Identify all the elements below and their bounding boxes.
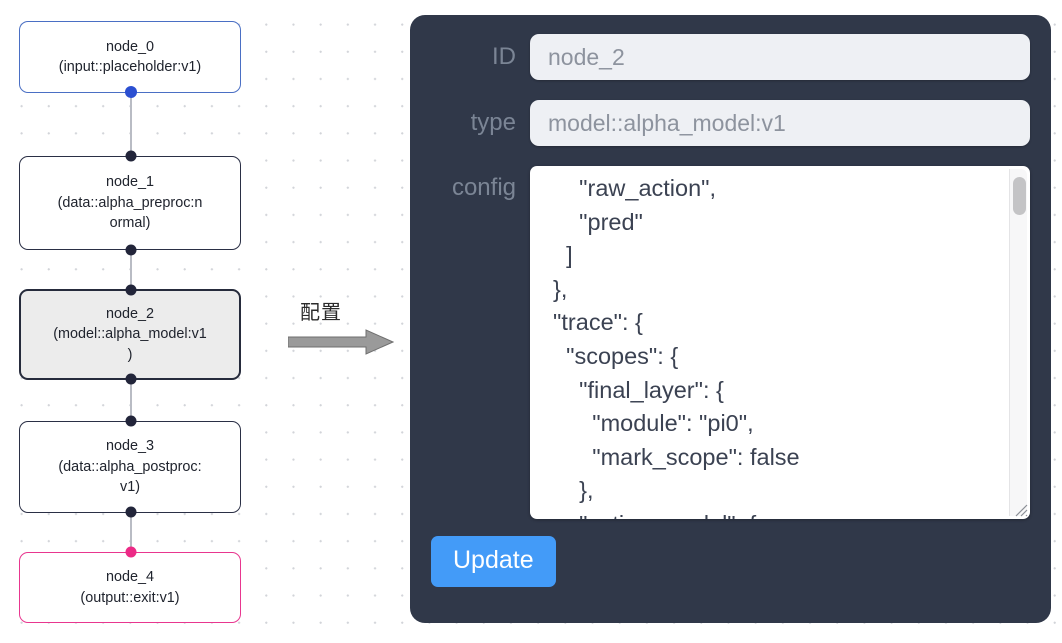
port-node_0-out[interactable] [125,86,137,98]
node-subtitle-line2: ormal) [109,215,151,232]
field-row-id: ID [410,34,1051,80]
port-node_3-out[interactable] [125,506,137,518]
graph-node-node_1[interactable]: node_1 (data::alpha_preproc:n ormal) [19,156,241,250]
node-subtitle-line2: v1) [120,479,140,496]
port-node_2-out[interactable] [125,373,137,385]
node-subtitle-line1: (model::alpha_model:v1 [53,326,207,343]
arrow-right-icon [288,329,394,355]
edge-node0-node1 [130,92,132,157]
resize-grip-icon[interactable] [1011,500,1028,517]
node-subtitle-line1: (data::alpha_preproc:n [57,194,203,211]
node-subtitle: (output::exit:v1) [80,589,180,606]
config-scrollbar-thumb[interactable] [1013,177,1026,215]
config-scrollbar[interactable] [1009,169,1027,516]
id-input[interactable] [530,34,1030,80]
port-node_3-in[interactable] [125,415,137,427]
update-button[interactable]: Update [431,536,556,587]
node-subtitle: (input::placeholder:v1) [58,59,202,75]
config-textarea[interactable]: "raw_action", "pred" ] }, "trace": { "sc… [530,166,1030,519]
port-node_1-out[interactable] [125,244,137,256]
edge-node1-node2 [130,249,132,290]
graph-node-node_4[interactable]: node_4 (output::exit:v1) [19,552,241,623]
graph-node-node_3[interactable]: node_3 (data::alpha_postproc: v1) [19,421,241,513]
node-title: node_2 [105,305,155,322]
node-title: node_0 [105,38,155,55]
port-node_1-in[interactable] [125,150,137,162]
node-title: node_3 [105,438,155,455]
node-subtitle-line2: ) [127,346,133,363]
graph-node-node_0[interactable]: node_0 (input::placeholder:v1) [19,21,241,93]
annotation-group: 配置 [288,296,398,358]
type-input[interactable] [530,100,1030,146]
node-title: node_1 [105,174,155,191]
port-node_2-in[interactable] [125,284,137,296]
id-label: ID [492,43,516,70]
edge-node2-node3 [130,379,132,422]
port-node_4-in[interactable] [125,546,137,558]
field-row-type: type [410,100,1051,146]
edge-node3-node4 [130,512,132,553]
graph-node-node_2[interactable]: node_2 (model::alpha_model:v1 ) [19,289,241,380]
node-subtitle-line1: (data::alpha_postproc: [58,458,202,475]
node-graph-canvas[interactable]: node_0 (input::placeholder:v1) node_1 (d… [0,0,400,643]
node-title: node_4 [105,569,155,586]
field-row-config: config "raw_action", "pred" ] }, "trace"… [410,166,1051,519]
config-label: config [451,174,516,201]
annotation-label: 配置 [300,302,342,324]
node-config-panel: ID type config "raw_action", "pred" ] },… [410,15,1051,623]
type-label: type [470,109,516,136]
